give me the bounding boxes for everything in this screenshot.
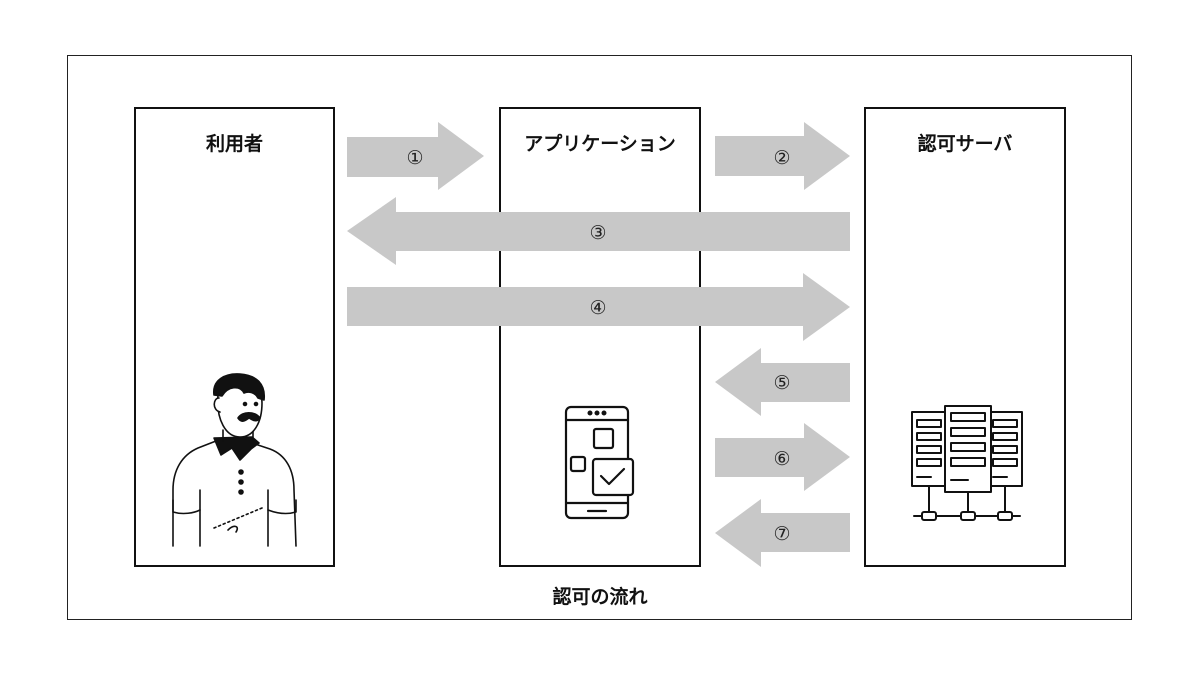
column-title-authorization-server: 認可サーバ xyxy=(917,133,1013,155)
arrow-step-1: ① xyxy=(347,122,484,190)
step-label-1: ① xyxy=(406,147,423,169)
step-label-5: ⑤ xyxy=(773,372,790,394)
diagram-frame xyxy=(67,55,1132,620)
arrow-step-2: ② xyxy=(715,122,850,190)
arrow-step-4: ④ xyxy=(347,273,850,341)
smartphone-icon xyxy=(564,405,635,520)
column-title-user: 利用者 xyxy=(205,133,263,155)
server-icon xyxy=(911,405,1023,521)
arrow-step-3: ③ xyxy=(347,197,850,265)
arrow-step-5: ⑤ xyxy=(715,348,850,416)
step-label-4: ④ xyxy=(589,297,606,319)
step-label-7: ⑦ xyxy=(773,523,790,545)
arrow-step-7: ⑦ xyxy=(715,499,850,567)
diagram-caption: 認可の流れ xyxy=(552,586,648,608)
step-label-6: ⑥ xyxy=(773,448,790,470)
arrow-step-6: ⑥ xyxy=(715,423,850,491)
column-title-application: アプリケーション xyxy=(524,133,676,155)
step-label-3: ③ xyxy=(589,222,606,244)
person-icon xyxy=(172,373,297,547)
step-label-2: ② xyxy=(773,147,790,169)
